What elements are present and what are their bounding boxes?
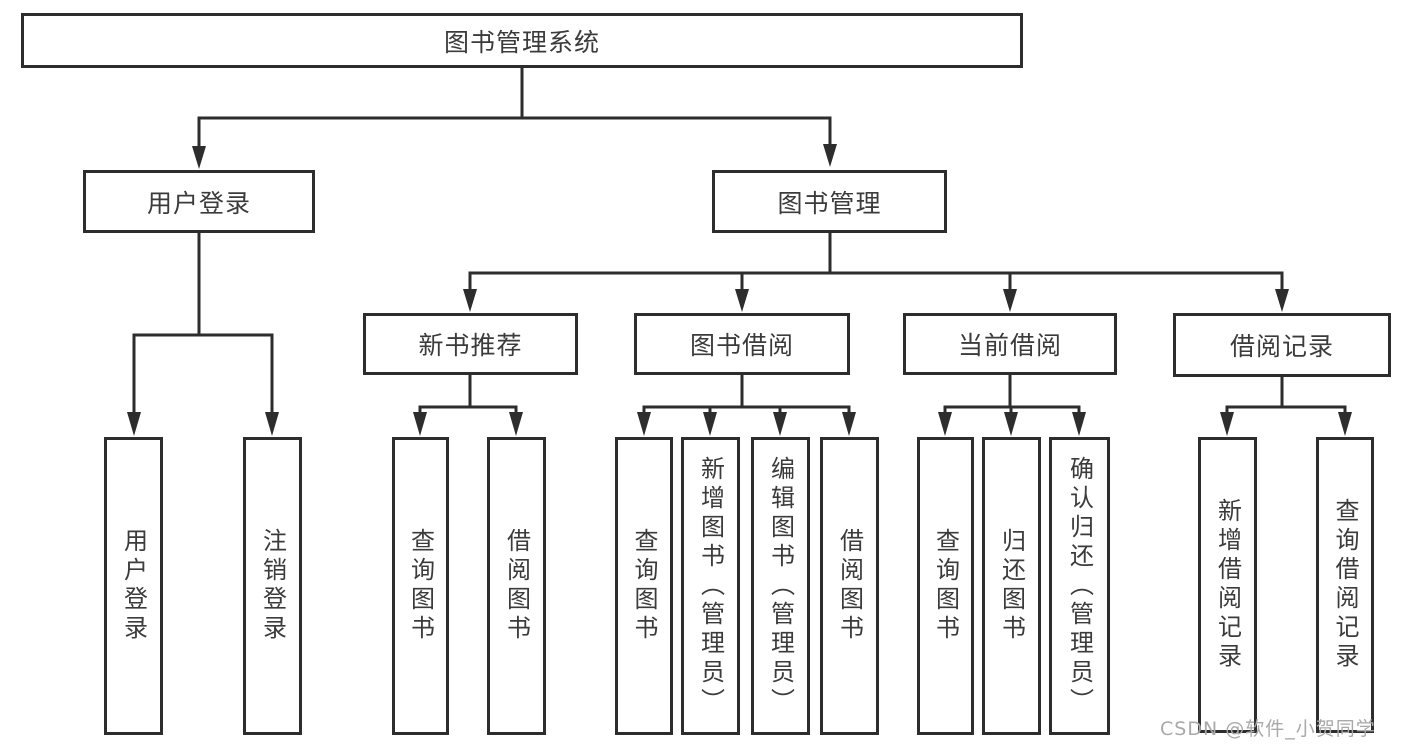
leaf-user-login: 用户登录 [104,437,163,735]
leaf-logout: 注销登录 [243,437,302,735]
connector-user-login [132,231,274,415]
leaf-query-books-current: 查询图书 [917,437,974,735]
node-user-login: 用户登录 [83,170,315,233]
leaf-edit-books-admin: 编辑图书（管理员） [751,437,810,735]
leaf-add-borrow-record: 新增借阅记录 [1198,437,1257,733]
leaf-query-books-borrow: 查询图书 [615,437,673,735]
csdn-watermark: CSDN @软件_小贺同学 [1160,718,1376,740]
node-root: 图书管理系统 [21,13,1023,68]
connector-root [197,66,832,149]
leaf-confirm-return-admin: 确认归还（管理员） [1049,437,1110,735]
leaf-return-books: 归还图书 [982,437,1041,735]
connector-new-book [418,373,518,415]
leaf-query-books-recommend: 查询图书 [392,437,449,735]
node-current-borrow: 当前借阅 [903,313,1117,375]
node-book-management: 图书管理 [712,170,947,233]
arrowheads [127,144,1352,436]
leaf-borrow-books: 借阅图书 [820,437,879,735]
node-new-book-recommend: 新书推荐 [363,313,578,375]
connector-book-borrow [642,373,851,415]
leaf-borrow-books-recommend: 借阅图书 [487,437,546,735]
connector-book-management [468,231,1284,292]
leaf-add-books-admin: 新增图书（管理员） [681,437,740,735]
leaf-query-borrow-record: 查询借阅记录 [1316,437,1374,733]
node-book-borrow: 图书借阅 [634,313,850,375]
connector-borrow-records [1225,375,1347,415]
node-borrow-records: 借阅记录 [1173,313,1391,377]
connector-current-borrow [943,373,1081,415]
